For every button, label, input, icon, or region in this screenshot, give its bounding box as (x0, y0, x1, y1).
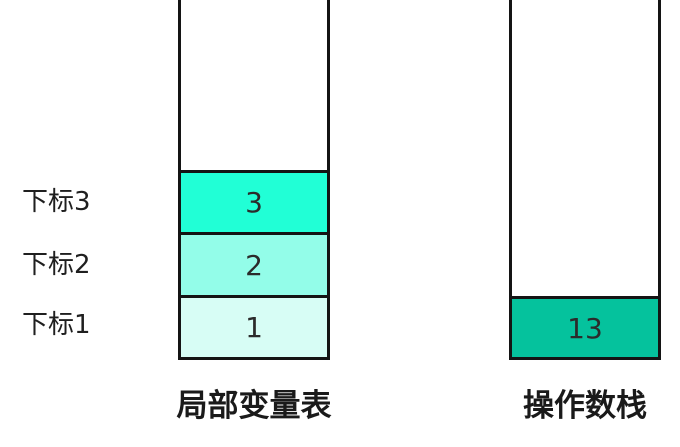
index-label-2: 下标2 (22, 250, 91, 280)
lvt-slot-3-value: 3 (245, 186, 263, 219)
operand-stack-title: 操作数栈 (523, 388, 647, 424)
lvt-slot-1-value: 1 (245, 311, 263, 344)
lvt-slot-2: 2 (181, 232, 327, 295)
operand-stack-entry: 13 (512, 296, 658, 357)
index-label-1: 下标1 (22, 310, 91, 340)
lvt-slot-2-value: 2 (245, 248, 263, 282)
local-variable-table: 3 2 1 (178, 0, 330, 360)
lvt-slot-3: 3 (181, 170, 327, 232)
operand-stack: 13 (509, 0, 661, 360)
lvt-slot-1: 1 (181, 295, 327, 357)
operand-stack-entry-value: 13 (567, 311, 603, 345)
local-variable-table-title: 局部变量表 (176, 388, 332, 424)
index-label-3: 下标3 (22, 187, 91, 217)
